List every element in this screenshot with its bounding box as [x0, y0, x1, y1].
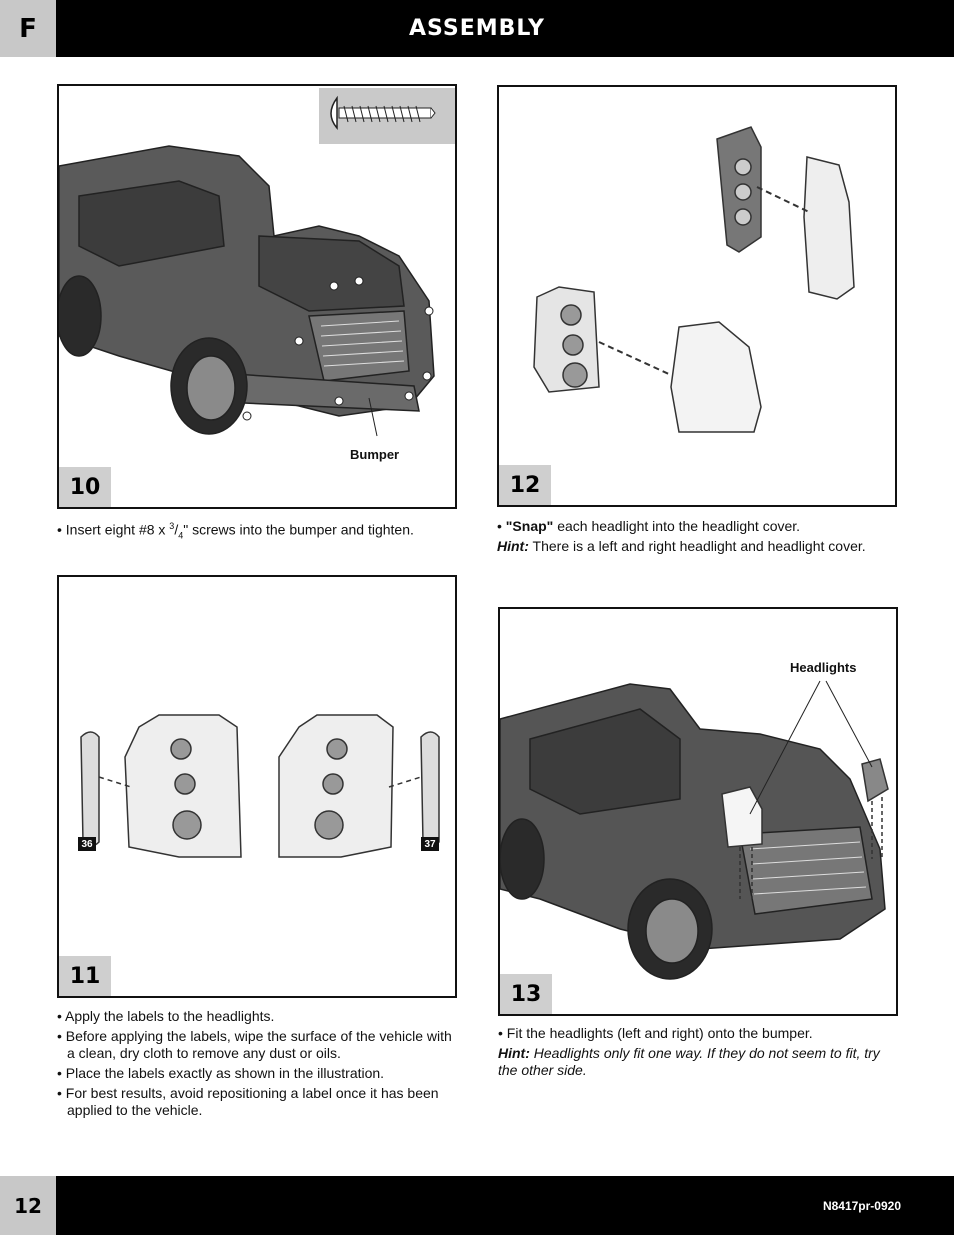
wheel-icon: [500, 818, 713, 980]
hint-label: Hint:: [498, 1045, 530, 1061]
label-36-tag: 36: [78, 837, 96, 851]
language-tab: F: [0, 0, 56, 57]
document-code: N8417pr-0920: [822, 1199, 901, 1213]
hint-text: Headlights only fit one way. If they do …: [498, 1045, 880, 1078]
footer-bar: [0, 1176, 954, 1235]
header-bar: [0, 0, 954, 57]
truck-body: [500, 683, 886, 950]
fraction-numerator: 3: [169, 521, 175, 531]
headlight-icon: [721, 758, 889, 899]
label-placement-illustration: [80, 714, 440, 858]
caption-text: •: [497, 518, 506, 534]
label-37-tag: 37: [421, 837, 439, 851]
step-number-13: 13: [500, 974, 552, 1014]
step-number-11: 11: [59, 956, 111, 996]
truck-body: [59, 145, 435, 417]
label-36-strip: [80, 731, 100, 847]
headlight-install-illustration: [500, 680, 889, 980]
caption-bullet: • Place the labels exactly as shown in t…: [57, 1065, 385, 1081]
step-12-illustration: 12: [497, 85, 897, 507]
headlight-cover-illustration: [533, 126, 855, 433]
headlights-callout-lines: [749, 680, 873, 815]
page-title: ASSEMBLY: [409, 16, 545, 41]
step-11-illustration: 36 37 11: [57, 575, 457, 998]
wheel-icon: [59, 275, 248, 435]
hint-text: There is a left and right headlight and …: [528, 538, 866, 554]
page-number: 12: [0, 1176, 56, 1235]
caption-bullet: • For best results, avoid repositioning …: [57, 1085, 439, 1118]
step-10-caption: • Insert eight #8 x 3/4" screws into the…: [57, 521, 414, 541]
step-number-12: 12: [499, 465, 551, 505]
hint-label: Hint:: [497, 538, 529, 554]
step-13-illustration: Headlights 13: [498, 607, 898, 1016]
caption-bullet: • Before applying the labels, wipe the s…: [57, 1028, 452, 1061]
fraction-denominator: 4: [178, 530, 184, 541]
caption-text: • Insert eight #8 x: [57, 521, 170, 538]
caption-text: each headlight into the headlight cover.: [553, 518, 801, 534]
screw-icon: [330, 95, 436, 131]
snap-emphasis: "Snap": [505, 518, 554, 534]
bumper-callout: Bumper: [350, 447, 400, 462]
truck-bumper-illustration: [59, 88, 455, 437]
label-37-strip: [420, 731, 440, 847]
caption-bullet: • Fit the headlights (left and right) on…: [498, 1025, 813, 1041]
caption-text: " screws into the bumper and tighten.: [183, 521, 414, 538]
step-11-caption: • Apply the labels to the headlights. • …: [57, 1008, 457, 1122]
screw-markers: [242, 276, 434, 421]
step-number-10: 10: [59, 467, 111, 507]
caption-bullet: • Apply the labels to the headlights.: [57, 1008, 275, 1024]
bumper-callout-line: [368, 397, 378, 437]
headlights-callout: Headlights: [790, 660, 857, 675]
headlight-icon: [533, 126, 855, 433]
step-13-caption: • Fit the headlights (left and right) on…: [498, 1025, 898, 1082]
headlight-labels: [80, 714, 440, 858]
step-10-illustration: Bumper 10: [57, 84, 457, 509]
step-12-caption: • "Snap" each headlight into the headlig…: [497, 518, 917, 558]
